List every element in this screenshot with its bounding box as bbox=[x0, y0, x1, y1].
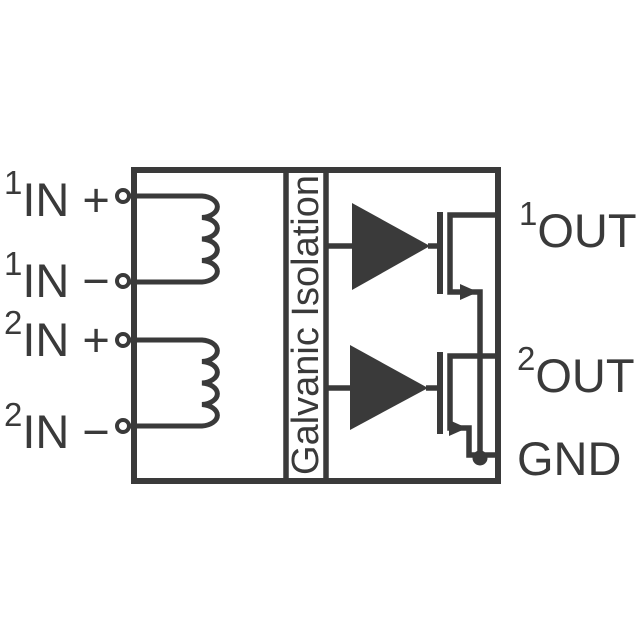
mosfet2-source-arrow-icon bbox=[449, 420, 467, 436]
pin-terminal-in2-plus bbox=[115, 332, 131, 348]
pin-terminal-in1-minus bbox=[115, 273, 131, 289]
pin-channel-superscript: 1 bbox=[4, 245, 23, 282]
isolation-barrier-label: Galvanic Isolation bbox=[284, 175, 327, 475]
pin-label-out2: 2OUT bbox=[517, 340, 635, 405]
pin-label-in2-minus: 2IN − bbox=[4, 396, 110, 461]
amplifier-triangle-1 bbox=[352, 203, 430, 290]
pin-channel-superscript: 1 bbox=[519, 195, 538, 232]
pin-label-in2-plus: 2IN + bbox=[4, 304, 110, 369]
input-coil-1 bbox=[129, 193, 220, 285]
pin-label-text: IN − bbox=[22, 405, 110, 458]
pin-label-text: IN + bbox=[22, 313, 110, 366]
gnd-junction-dot bbox=[472, 450, 488, 466]
pin-label-text: OUT bbox=[537, 204, 637, 257]
pin-label-text: IN − bbox=[22, 254, 110, 307]
pin-label-text: GND bbox=[517, 432, 622, 485]
pin-label-text: IN + bbox=[22, 173, 110, 226]
pin-terminal-in1-plus bbox=[115, 188, 131, 204]
pin-label-text: OUT bbox=[535, 349, 635, 402]
pin-terminal-in2-minus bbox=[115, 418, 131, 434]
pin-channel-superscript: 2 bbox=[517, 340, 536, 377]
pin-label-in1-plus: 1IN + bbox=[4, 164, 110, 229]
pin-label-out1: 1OUT bbox=[519, 195, 637, 260]
input-coil-2 bbox=[129, 337, 220, 429]
amplifier-triangle-2 bbox=[350, 345, 428, 430]
pin-channel-superscript: 1 bbox=[4, 164, 23, 201]
pin-label-gnd: GND bbox=[517, 435, 621, 483]
pin-channel-superscript: 2 bbox=[4, 304, 23, 341]
mosfet1-source-arrow-icon bbox=[460, 284, 478, 300]
mosfet2-channel-path bbox=[447, 353, 498, 458]
package-outline bbox=[131, 167, 501, 484]
pin-channel-superscript: 2 bbox=[4, 396, 23, 433]
pin-label-in1-minus: 1IN − bbox=[4, 245, 110, 310]
mosfet1-channel-path bbox=[447, 212, 498, 459]
